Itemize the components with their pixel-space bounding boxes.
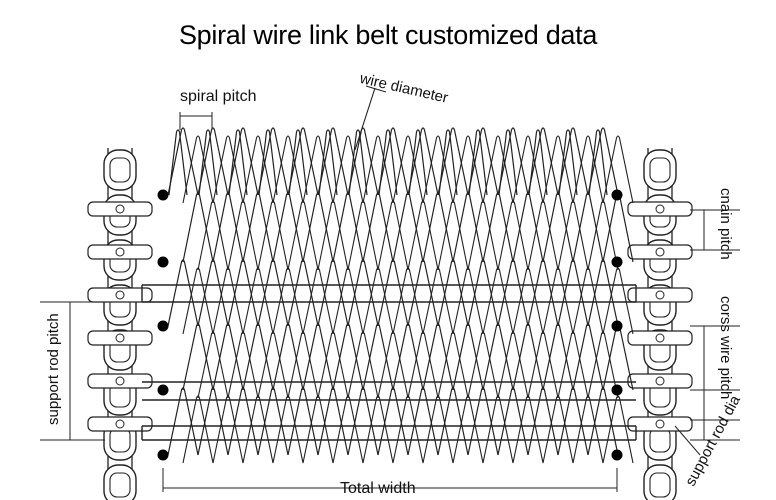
rod-end-dot — [611, 320, 623, 332]
chain-plate — [87, 201, 153, 217]
chain-plate — [87, 373, 153, 389]
spiral-row-back — [182, 395, 634, 464]
chain-pin — [655, 419, 665, 429]
rod-end-dot — [157, 449, 169, 461]
chain-plate — [627, 287, 693, 303]
chain-pin — [115, 419, 125, 429]
spiral-row — [167, 387, 619, 456]
spiral-row-back — [182, 135, 634, 204]
label-spiral-pitch: spiral pitch — [180, 88, 257, 105]
chain-plate — [87, 330, 153, 346]
chain-pin — [655, 247, 665, 257]
chain-link — [643, 149, 677, 191]
spiral-row — [182, 323, 634, 391]
wire-diameter-tick — [365, 85, 387, 93]
chain-link — [103, 149, 137, 191]
chain-plate — [87, 416, 153, 432]
label-cross-wire-pitch: corss wire pitch — [717, 296, 734, 400]
support-rod-dia-leader — [674, 425, 701, 456]
spiral-row — [182, 192, 634, 263]
chain-pin — [655, 376, 665, 386]
chain-link-inner — [649, 157, 671, 183]
label-chain-pitch: cnain pitch — [717, 188, 734, 260]
spiral-row-back — [182, 267, 634, 335]
dimension-lines — [40, 85, 740, 492]
chain-plate — [627, 244, 693, 260]
rod-end-dot — [611, 256, 623, 268]
rod-end-dot — [611, 189, 623, 201]
rod-end-dot — [157, 189, 169, 201]
chain-pin — [115, 376, 125, 386]
chain-link — [643, 464, 677, 500]
chain-link-inner — [649, 472, 671, 498]
chain-link — [103, 464, 137, 500]
chain-pin — [655, 333, 665, 343]
spiral-row-back — [197, 200, 619, 271]
label-total-width: Total width — [340, 480, 416, 497]
chain-plate — [627, 373, 693, 389]
rod-end-dot — [611, 384, 623, 396]
chain-link-inner — [109, 472, 131, 498]
rod-end-dot — [157, 320, 169, 332]
chain-pin — [115, 290, 125, 300]
rod-end-dot — [611, 449, 623, 461]
chain-pin — [655, 290, 665, 300]
side-chains — [87, 148, 693, 500]
spiral-row — [167, 127, 619, 196]
spiral-mesh — [167, 127, 634, 464]
chain-pin — [115, 204, 125, 214]
chain-plate — [87, 244, 153, 260]
chain-plate — [627, 330, 693, 346]
chain-plate — [627, 201, 693, 217]
chain-pin — [655, 204, 665, 214]
spiral-row — [167, 259, 619, 327]
chain-link-inner — [109, 157, 131, 183]
chain-pin — [115, 247, 125, 257]
spiral-row-back — [197, 331, 619, 399]
chain-pin — [115, 333, 125, 343]
rod-end-dot — [157, 256, 169, 268]
label-support-rod-pitch: support rod pitch — [45, 313, 62, 425]
spiral-top — [168, 129, 608, 196]
diagram-title: Spiral wire link belt customized data — [178, 20, 598, 50]
chain-plate — [87, 287, 153, 303]
wire-diameter-leader — [354, 87, 376, 151]
rod-end-dot — [157, 384, 169, 396]
chain-plate — [627, 416, 693, 432]
rod-end-dots — [157, 189, 623, 461]
